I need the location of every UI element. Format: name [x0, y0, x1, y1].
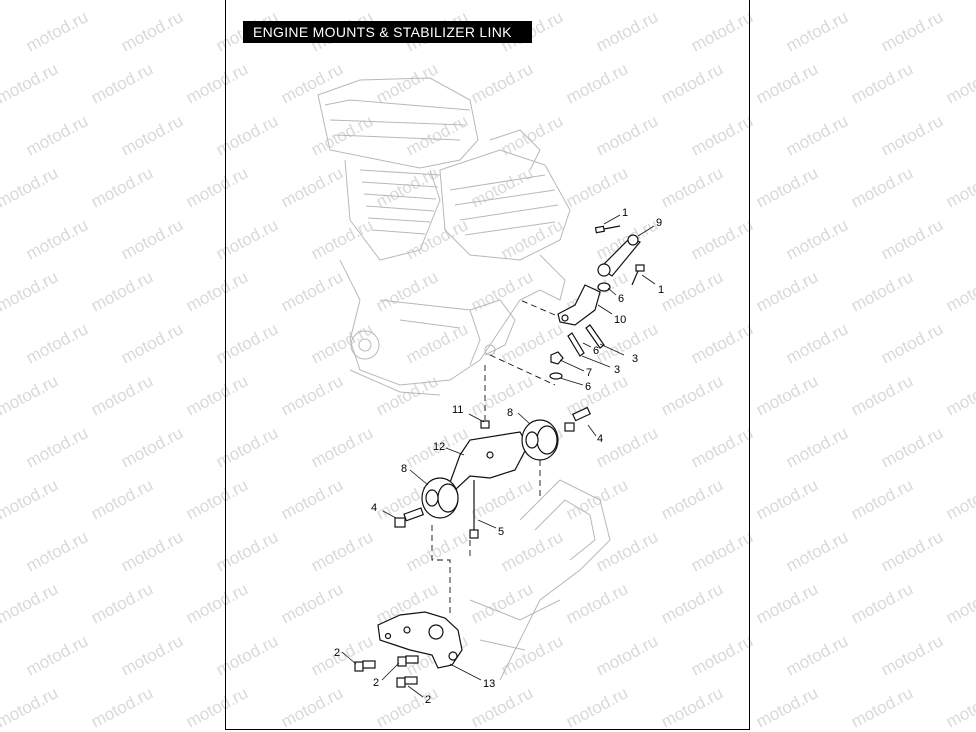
part-bolt-3a	[585, 324, 605, 349]
part-bracket-10	[557, 284, 601, 326]
diagram-frame	[225, 0, 750, 730]
part-nut-11	[480, 420, 490, 429]
callout-2c: 2	[425, 694, 431, 706]
callout-2b: 2	[373, 677, 379, 689]
callout-6c: 6	[585, 381, 591, 393]
callout-6b: 6	[593, 345, 599, 357]
callout-3a: 3	[632, 353, 638, 365]
part-bolt-1b	[631, 264, 645, 286]
part-bolt-3b	[567, 332, 585, 357]
callout-8b: 8	[401, 463, 407, 475]
part-bolt-1a	[594, 225, 621, 234]
callout-1b: 1	[658, 284, 664, 296]
callout-4b: 4	[371, 502, 377, 514]
part-bolt-4a	[394, 507, 425, 528]
part-isolator-8a	[421, 477, 459, 519]
callout-11: 11	[452, 404, 463, 416]
callout-2a: 2	[334, 647, 340, 659]
callout-4a: 4	[597, 433, 603, 445]
diagram-title: ENGINE MOUNTS & STABILIZER LINK	[243, 21, 532, 43]
callout-1a: 1	[622, 207, 628, 219]
part-nut-7	[550, 351, 564, 365]
part-mount-bracket-12	[447, 431, 529, 491]
part-isolator-8b	[521, 419, 559, 461]
callout-8a: 8	[507, 407, 513, 419]
engine-outline	[317, 77, 571, 396]
part-bolt-2c	[396, 676, 418, 688]
part-link-9	[597, 234, 641, 277]
callout-12: 12	[433, 441, 445, 453]
part-mount-plate-13	[377, 611, 463, 669]
leader-lines	[341, 214, 656, 698]
callout-5: 5	[498, 526, 504, 538]
part-bolt-4b	[564, 406, 591, 432]
callout-10: 10	[614, 314, 626, 326]
callout-3b: 3	[614, 364, 620, 376]
assembly-lines	[431, 299, 556, 615]
part-bolt-2b	[397, 655, 419, 667]
callout-9: 9	[656, 217, 662, 229]
part-stud-5	[469, 480, 479, 539]
frame-outline	[469, 479, 611, 681]
callout-13: 13	[483, 678, 495, 690]
part-washer-6a	[597, 282, 611, 292]
callout-6a: 6	[618, 293, 624, 305]
part-bolt-2a	[354, 660, 376, 672]
part-washer-6c	[549, 372, 563, 380]
callout-7: 7	[586, 367, 592, 379]
